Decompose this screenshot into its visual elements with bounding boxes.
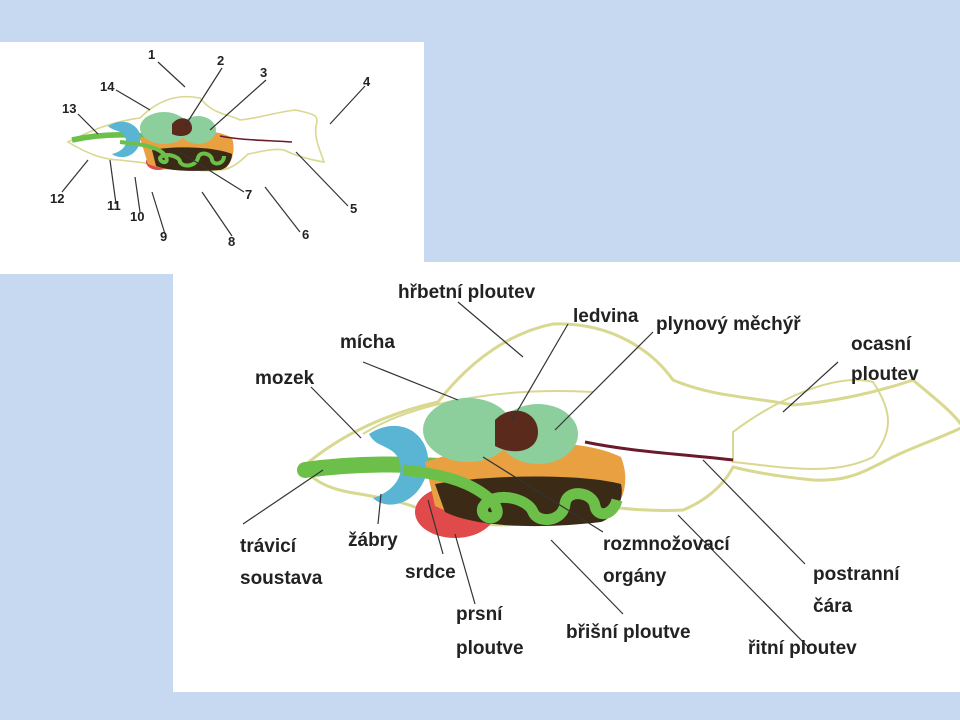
- marker-7: 7: [245, 187, 252, 202]
- small-fish-diagram: 1 2 3 4 5 6 7 8 9 10 11 12 13 14: [50, 47, 371, 249]
- marker-8: 8: [228, 234, 235, 249]
- swim-bladder-shape: [423, 398, 513, 462]
- marker-12: 12: [50, 191, 64, 206]
- label-prsni-ploutve-line1: prsní: [456, 604, 503, 625]
- label-postranni-cara-line1: postranní: [813, 564, 900, 585]
- marker-5: 5: [350, 201, 357, 216]
- label-ledvina: ledvina: [573, 306, 639, 327]
- label-hrbetni-ploutev: hřbetní ploutev: [398, 282, 536, 303]
- tail-fin-outline: [732, 379, 889, 470]
- label-postranni-cara-line2: čára: [813, 596, 853, 617]
- large-fish-diagram: hřbetní ploutev ledvina plynový měchýř m…: [240, 282, 960, 659]
- marker-1: 1: [148, 47, 155, 62]
- label-micha: mícha: [340, 332, 395, 353]
- label-prsni-ploutve-line2: ploutve: [456, 638, 524, 659]
- label-ritni-ploutev: řitní ploutev: [748, 638, 857, 659]
- marker-11: 11: [107, 198, 121, 213]
- label-plynovy-mechyr: plynový měchýř: [656, 314, 801, 335]
- label-srdce: srdce: [405, 562, 456, 583]
- lateral-line-shape: [584, 440, 734, 462]
- marker-9: 9: [160, 229, 167, 244]
- numbered-diagram-panel: 1 2 3 4 5 6 7 8 9 10 11 12 13 14: [0, 42, 424, 274]
- label-rozmnozovaci-line1: rozmnožovací: [603, 534, 730, 555]
- fish-outline: [300, 322, 960, 527]
- labeled-diagram-panel: hřbetní ploutev ledvina plynový měchýř m…: [173, 262, 960, 692]
- label-travici-soustava-line2: soustava: [240, 568, 323, 589]
- marker-13: 13: [62, 101, 76, 116]
- intestine-shape: [119, 140, 227, 168]
- label-travici-soustava-line1: trávicí: [240, 536, 297, 557]
- label-rozmnozovaci-line2: orgány: [603, 566, 667, 587]
- kidney-shape: [495, 410, 538, 452]
- gills-shape: [369, 425, 429, 505]
- swim-bladder-shape: [140, 112, 188, 144]
- label-zabry: žábry: [348, 530, 398, 551]
- marker-2: 2: [217, 53, 224, 68]
- marker-6: 6: [302, 227, 309, 242]
- gills-shape: [108, 121, 141, 158]
- label-ocasni-ploutev-line1: ocasní: [851, 334, 912, 355]
- lateral-line-shape: [219, 135, 293, 143]
- marker-4: 4: [363, 74, 371, 89]
- intestine-shape: [402, 464, 623, 525]
- marker-14: 14: [100, 79, 115, 94]
- marker-3: 3: [260, 65, 267, 80]
- label-mozek: mozek: [255, 368, 315, 389]
- label-ocasni-ploutev-line2: ploutev: [851, 364, 919, 385]
- marker-10: 10: [130, 209, 144, 224]
- label-bricni-ploutve: břišní ploutve: [566, 622, 691, 643]
